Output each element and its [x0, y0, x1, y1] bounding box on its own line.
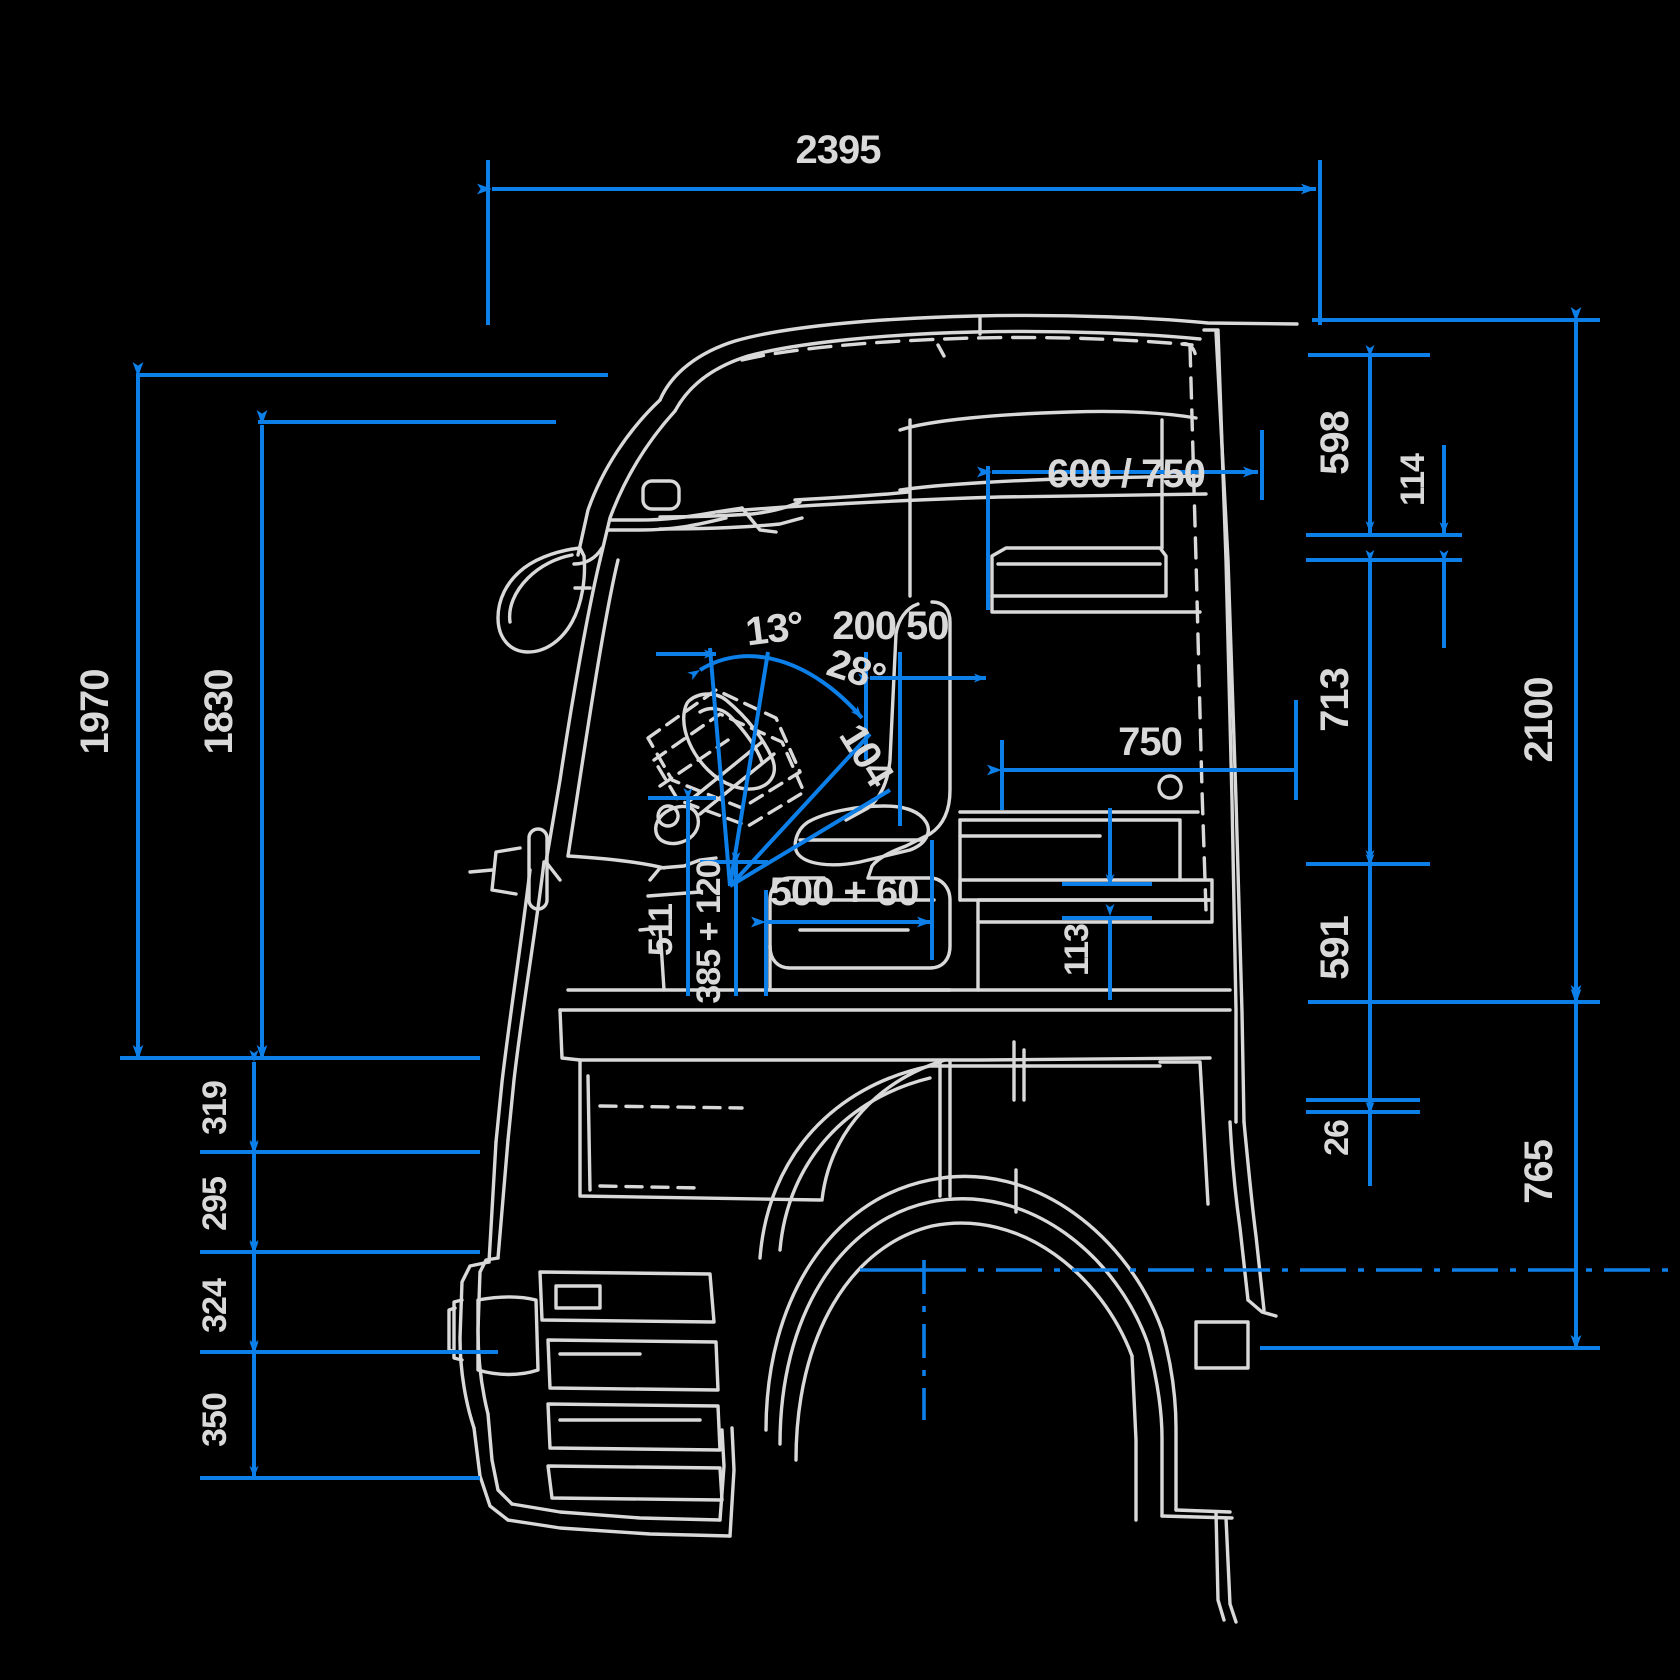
label-750: 750: [1118, 720, 1182, 764]
truck-cab-outline: [447, 313, 1299, 1624]
label-324: 324: [196, 1278, 234, 1333]
label-295: 295: [196, 1177, 234, 1231]
label-13deg: 13°: [743, 604, 805, 655]
label-2100: 2100: [1517, 678, 1561, 763]
label-319: 319: [196, 1081, 234, 1135]
label-591: 591: [1313, 915, 1357, 979]
dimension-lines: [120, 160, 1680, 1480]
label-511: 511: [642, 904, 680, 956]
angle-arc: [687, 654, 864, 720]
label-1970: 1970: [73, 670, 117, 755]
label-1830: 1830: [197, 670, 241, 755]
label-26: 26: [1318, 1120, 1356, 1156]
ray-104: [728, 788, 892, 888]
label-500-60: 500 + 60: [770, 870, 919, 914]
label-713: 713: [1313, 668, 1357, 732]
label-113: 113: [1058, 924, 1096, 976]
label-385-120: 385 + 120: [690, 860, 728, 1003]
label-765: 765: [1517, 1139, 1561, 1203]
label-598: 598: [1313, 410, 1357, 474]
label-50: 50: [906, 604, 949, 648]
label-200: 200: [832, 604, 896, 648]
label-114: 114: [1394, 453, 1432, 506]
label-350: 350: [196, 1393, 234, 1447]
dimension-labels: 2395 1970 1830 319 295 324 350 600 / 750…: [73, 128, 1561, 1447]
label-2395: 2395: [796, 128, 882, 172]
label-600-750: 600 / 750: [1047, 452, 1205, 496]
